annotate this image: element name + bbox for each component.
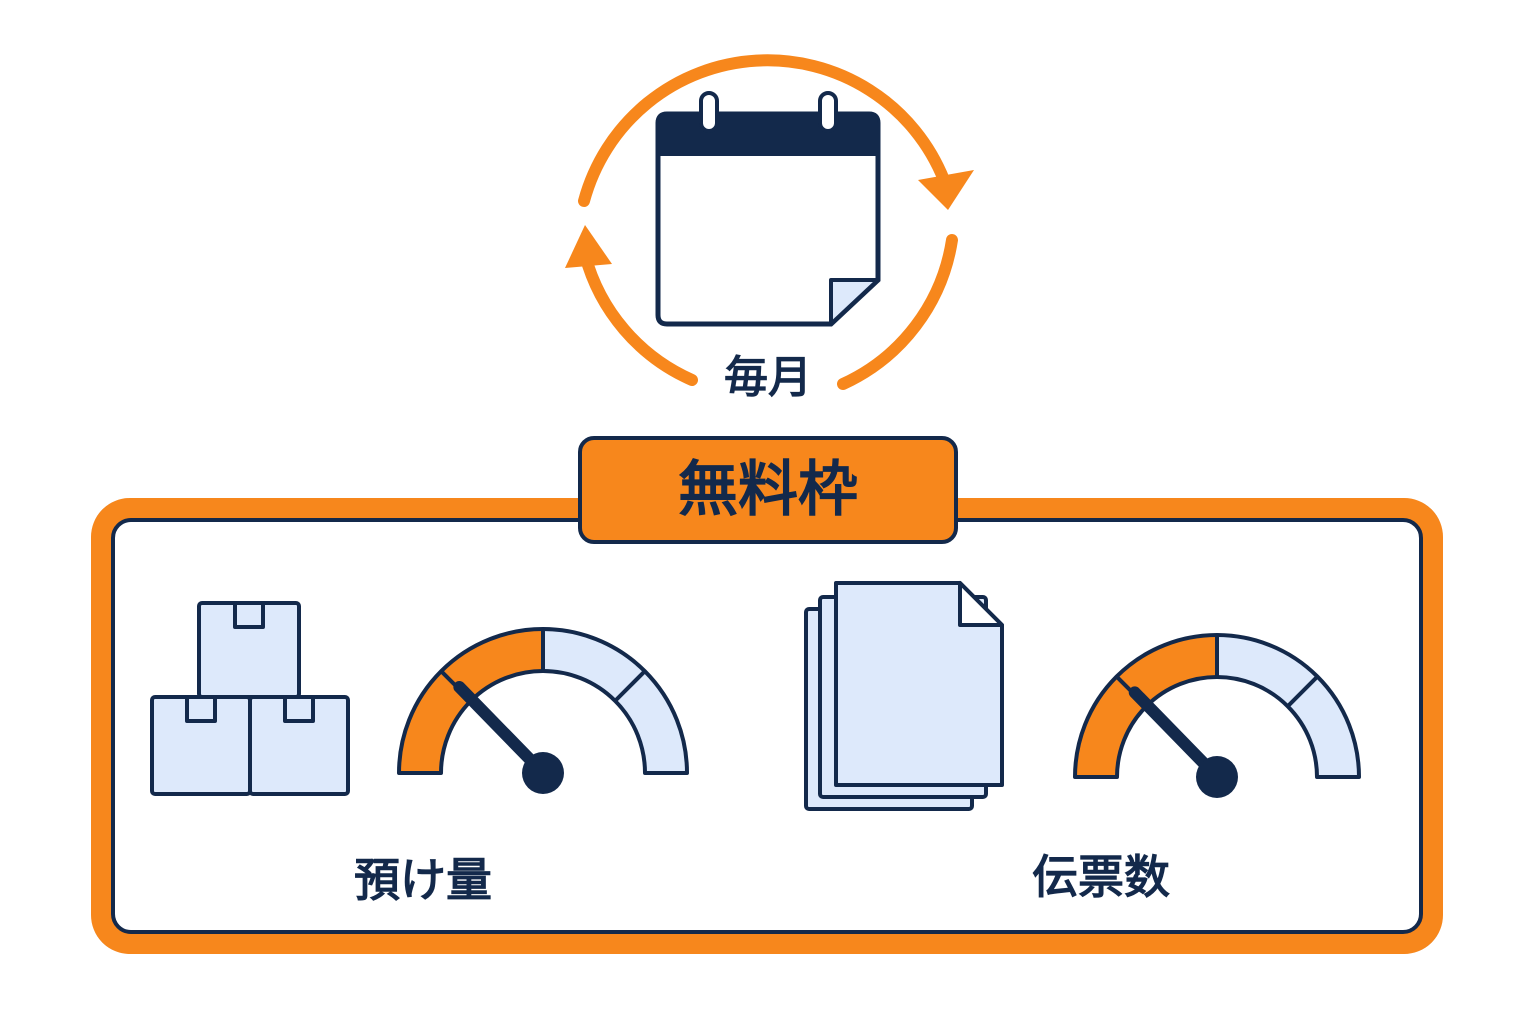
gauge-slips — [1073, 633, 1361, 798]
stacked-boxes-icon — [150, 601, 350, 796]
meter-storage: 預け量 — [150, 601, 689, 907]
gauge-fill-remaining — [543, 629, 687, 773]
meter-slips: 伝票数 — [804, 581, 1361, 904]
gauge-storage — [397, 627, 689, 794]
gauge-outline — [1073, 633, 1361, 779]
allowance-title: 無料枠 — [678, 455, 858, 525]
meter-label-storage: 預け量 — [354, 853, 492, 907]
monthly-cycle: 毎月 — [565, 54, 974, 403]
gauge-needle — [1128, 686, 1218, 778]
gauge-hub — [522, 752, 564, 794]
cycle-label: 毎月 — [724, 352, 812, 403]
gauge-outline — [397, 627, 689, 775]
calendar-icon — [655, 91, 881, 327]
allowance-frame — [91, 498, 1443, 954]
allowance-title-badge: 無料枠 — [578, 436, 958, 544]
gauge-hub — [1196, 756, 1238, 798]
gauge-fill-used — [399, 629, 543, 773]
gauge-needle — [453, 680, 544, 774]
meter-label-slips: 伝票数 — [1032, 850, 1170, 904]
documents-stack-icon — [804, 581, 1004, 811]
gauge-tick — [613, 669, 647, 703]
gauge-tick — [1286, 675, 1319, 708]
cycle-arrows-icon — [578, 54, 958, 390]
cycle-arrowheads — [565, 170, 974, 268]
